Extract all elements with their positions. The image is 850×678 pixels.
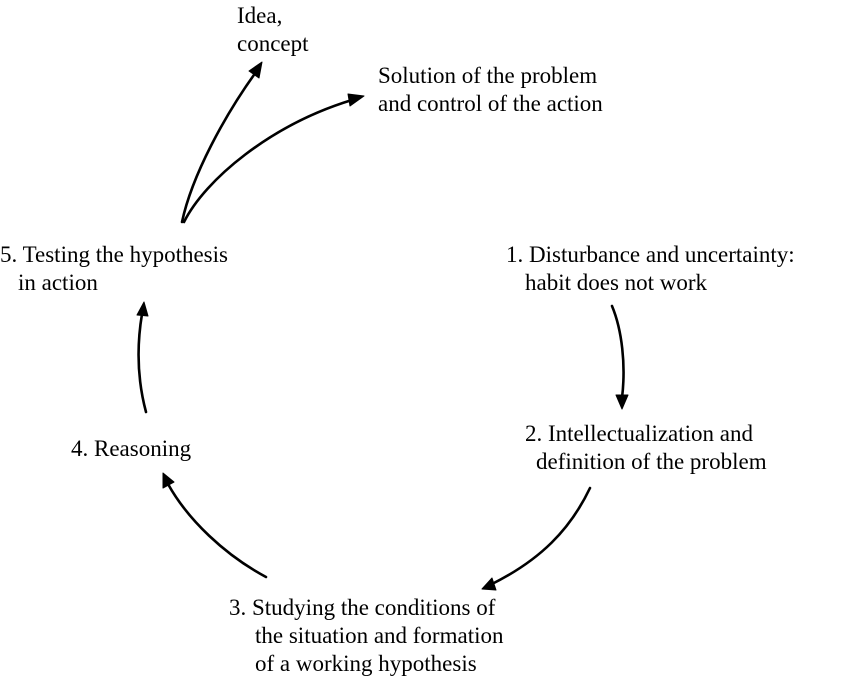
arrow-step1-to-step2 bbox=[610, 304, 625, 400]
solution-label: Solution of the problem and control of t… bbox=[378, 62, 603, 118]
idea-line-2: concept bbox=[237, 31, 309, 56]
step3-line-2: the situation and formation bbox=[255, 623, 504, 648]
step2-line-1: 2. Intellectualization and bbox=[525, 421, 753, 446]
step4-line-1: 4. Reasoning bbox=[71, 436, 192, 461]
step5-label: 5. Testing the hypothesis in action bbox=[0, 241, 228, 297]
solution-line-2: and control of the action bbox=[378, 91, 603, 116]
solution-line-1: Solution of the problem bbox=[378, 63, 598, 88]
arrow-step5-to-solution bbox=[182, 98, 354, 224]
arrowhead-step4 bbox=[162, 472, 175, 489]
step2-line-2: definition of the problem bbox=[536, 449, 767, 474]
arrow-step2-to-step3 bbox=[490, 486, 592, 586]
step4-label: 4. Reasoning bbox=[71, 435, 191, 463]
arrow-step4-to-step5 bbox=[137, 312, 148, 414]
step1-line-1: 1. Disturbance and uncertainty: bbox=[506, 242, 795, 267]
step3-line-1: 3. Studying the conditions of bbox=[229, 595, 496, 620]
arrowhead-step3 bbox=[481, 577, 497, 591]
step3-line-3: of a working hypothesis bbox=[255, 651, 477, 676]
arrowhead-idea bbox=[248, 61, 263, 79]
arrowhead-solution bbox=[347, 93, 365, 107]
arrow-step5-to-idea bbox=[180, 70, 258, 224]
step1-line-2: habit does not work bbox=[525, 270, 708, 295]
step2-label: 2. Intellectualization and definition of… bbox=[525, 420, 767, 476]
idea-line-1: Idea, bbox=[237, 3, 283, 28]
idea-label: Idea, concept bbox=[237, 2, 309, 58]
step3-label: 3. Studying the conditions of the situat… bbox=[229, 594, 503, 678]
arrow-step3-to-step4 bbox=[166, 482, 268, 579]
step5-line-1: 5. Testing the hypothesis bbox=[0, 242, 228, 267]
step1-label: 1. Disturbance and uncertainty: habit do… bbox=[506, 241, 795, 297]
arrowhead-step5 bbox=[136, 301, 149, 317]
step5-line-2: in action bbox=[18, 270, 98, 295]
arrowhead-step2 bbox=[615, 394, 629, 410]
